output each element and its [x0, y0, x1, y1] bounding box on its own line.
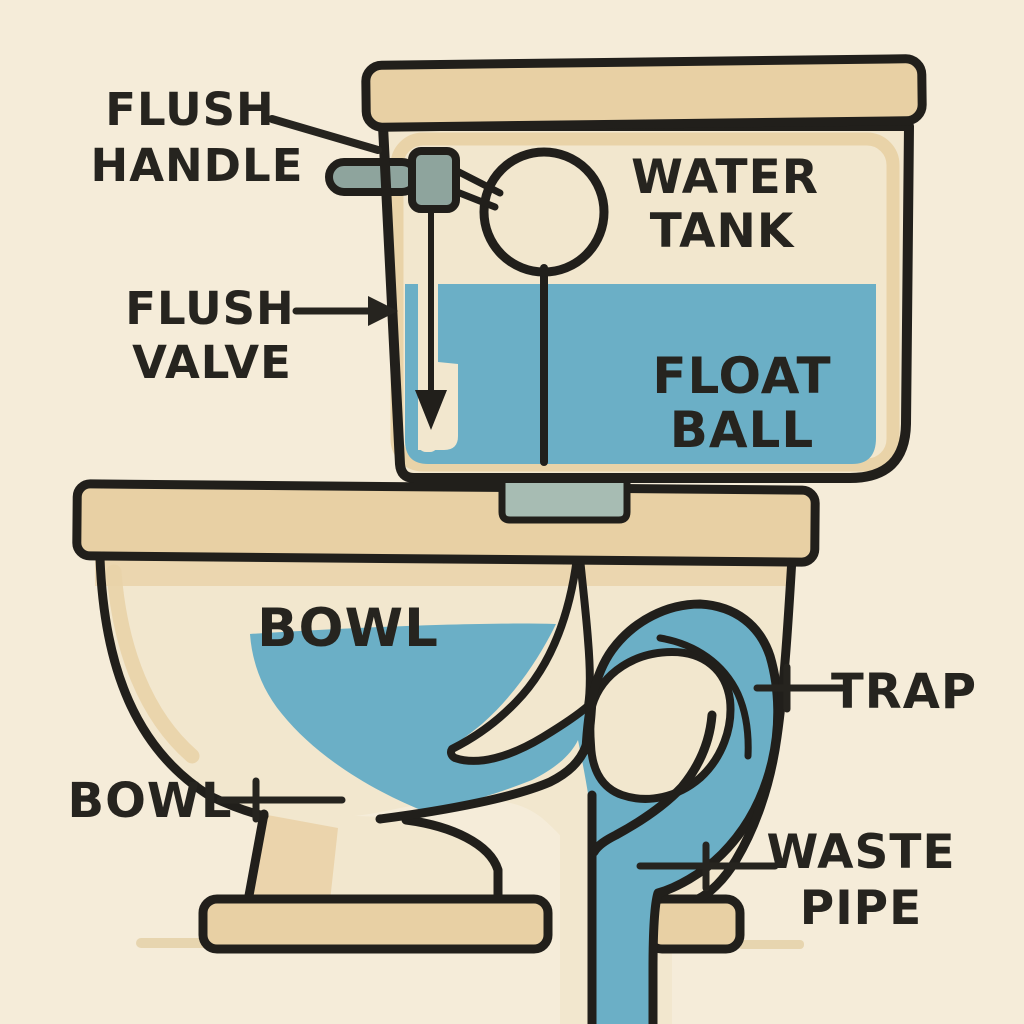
ground-shadow [136, 938, 804, 949]
tank-outline [378, 121, 914, 483]
bowl-assembly [72, 466, 820, 1024]
label-trap: TRAP [831, 664, 977, 720]
base-left [198, 894, 553, 954]
label-flush-handle-1: FLUSH [105, 83, 274, 136]
label-float-ball-1: FLOAT [652, 347, 831, 405]
label-flush-valve-1: FLUSH [125, 282, 294, 335]
tank-water [405, 284, 876, 464]
trap-leader [753, 663, 846, 713]
tank-lid [361, 54, 927, 132]
bowl-rim-shading [106, 564, 200, 764]
label-waste-pipe-2: PIPE [800, 881, 923, 936]
pedestal-shading [249, 814, 338, 901]
labels: FLUSH HANDLE FLUSH VALVE WATER TANK FLOA… [68, 83, 977, 936]
label-water-tank-2: TANK [650, 204, 795, 259]
bowl-leader [216, 777, 346, 823]
label-waste-pipe-1: WASTE [766, 825, 955, 880]
waste-pipe-leader [636, 841, 779, 892]
trap-water-line [656, 634, 752, 760]
flush-flow-arrow [415, 193, 447, 430]
flush-handle [325, 147, 504, 213]
label-flush-handle-2: HANDLE [91, 139, 304, 192]
leader-lines [216, 115, 846, 892]
flush-valve-leader [292, 296, 398, 326]
bowl-weir [447, 554, 594, 765]
label-bowl-inner: BOWL [257, 598, 439, 659]
float-ball [479, 147, 609, 466]
label-flush-valve-2: VALVE [132, 336, 292, 389]
tank-inner-rim [390, 132, 900, 472]
label-float-ball-2: BALL [670, 401, 815, 459]
tank-assembly [325, 54, 927, 483]
base-foot-right [643, 894, 745, 954]
label-bowl-outer: BOWL [68, 773, 233, 829]
flush-handle-leader [268, 115, 382, 154]
label-water-tank-1: WATER [631, 150, 819, 205]
bowl-outlines [95, 553, 797, 1024]
seat [72, 479, 820, 567]
